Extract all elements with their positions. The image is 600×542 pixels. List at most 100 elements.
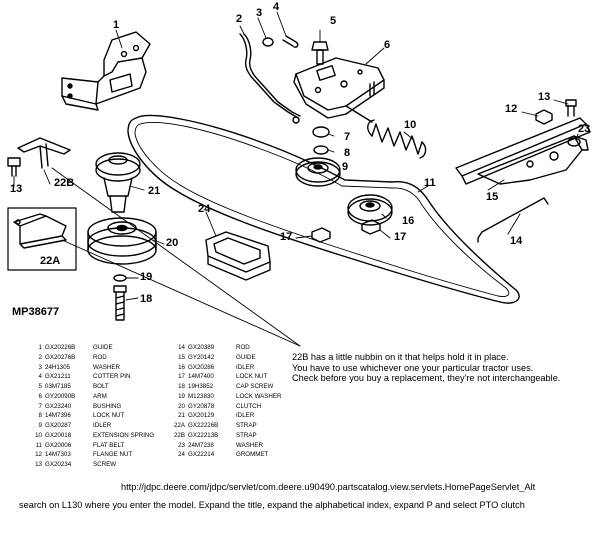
part-description: BOLT <box>93 383 109 390</box>
part-description: WASHER <box>93 363 120 371</box>
part-number: 5 <box>38 383 42 390</box>
callout-6: 6 <box>384 39 391 51</box>
part-number: 1 <box>38 344 42 351</box>
screw-right-drawing <box>565 99 577 117</box>
part-code: 14M7396 <box>45 412 71 420</box>
part-number: 12 <box>35 451 42 459</box>
callout-18: 18 <box>140 293 153 305</box>
part-code: GX20234 <box>45 461 72 468</box>
lock-nut-17a-drawing <box>311 227 331 243</box>
lock-nut-drawing <box>313 145 329 155</box>
part-description: SCREW <box>93 461 117 468</box>
part-number: 22A <box>173 422 185 429</box>
part-description: GUIDE <box>93 344 113 351</box>
part-number: 15 <box>178 353 185 361</box>
washer-23-drawing <box>567 137 581 147</box>
replacement-note: 22B has a little nubbin on it that helps… <box>292 352 560 384</box>
part-code: GX22226B <box>188 422 219 429</box>
part-description: EXTENSION SPRING <box>93 431 155 439</box>
part-code: GX22213B <box>188 431 219 439</box>
part-code: GX20018 <box>45 431 72 439</box>
part-number: 16 <box>178 363 185 371</box>
part-description: IDLER <box>236 363 255 371</box>
part-code: GX20129 <box>188 412 215 420</box>
part-number: 7 <box>38 402 42 410</box>
callout-4: 4 <box>273 1 280 13</box>
callout-9: 9 <box>342 161 349 173</box>
cotter-pin-drawing <box>282 35 299 48</box>
part-description: ROD <box>236 344 250 351</box>
flange-nut-drawing <box>535 109 553 125</box>
callout-16: 16 <box>402 215 415 227</box>
callout-12: 12 <box>505 103 518 115</box>
callout-2: 2 <box>236 13 243 25</box>
flat-belt-drawing <box>127 114 520 304</box>
callout-7: 7 <box>344 131 351 143</box>
part-code: GY20878 <box>188 402 215 410</box>
part-description: IDLER <box>93 422 112 429</box>
flat-belt-inner-edge <box>134 121 510 297</box>
callout-21: 21 <box>148 185 161 197</box>
callout-5: 5 <box>330 15 337 27</box>
part-code: GX21211 <box>45 373 71 381</box>
callout-20: 20 <box>166 237 179 249</box>
bushing-drawing <box>312 126 330 138</box>
extension-spring-drawing <box>345 105 427 159</box>
callout-15: 15 <box>486 191 499 203</box>
callout-13-left: 13 <box>10 183 23 195</box>
part-code: GX20006 <box>45 441 72 449</box>
callout-8: 8 <box>344 147 351 159</box>
arm-plate-drawing <box>293 57 385 119</box>
parts-catalog-url: http://jdpc.deere.com/jdpc/servlet/com.d… <box>121 482 536 492</box>
part-description: BUSHING <box>93 402 122 410</box>
part-number: 20 <box>178 402 185 410</box>
callout-17-right: 17 <box>394 231 407 243</box>
part-code: 24H1305 <box>45 363 71 371</box>
part-code: GX20287 <box>45 422 72 429</box>
part-description: CLUTCH <box>236 402 262 410</box>
part-code: 14M7303 <box>45 451 71 459</box>
rod-drawing <box>239 33 301 124</box>
part-number: 18 <box>178 383 185 390</box>
part-number: 24 <box>178 451 185 459</box>
part-code: 19H3852 <box>188 383 214 390</box>
part-number: 11 <box>35 441 42 449</box>
part-code: GY20142 <box>188 353 215 361</box>
callout-11: 11 <box>424 177 436 189</box>
idler-pulley-16-drawing <box>347 194 393 226</box>
part-number: 9 <box>38 422 42 429</box>
part-code: GY20090B <box>45 392 76 400</box>
note-line: Check before you buy a replacement, they… <box>292 373 561 383</box>
callout-22b: 22B <box>54 177 75 189</box>
callout-1: 1 <box>113 19 120 31</box>
part-number: 19 <box>178 392 185 400</box>
part-code: 03M7185 <box>45 383 71 390</box>
idler-pulley-9-drawing <box>295 157 341 187</box>
part-description: ROD <box>93 353 107 361</box>
strap-22a-inset-box <box>7 207 77 271</box>
part-code: GX20226B <box>45 344 76 351</box>
part-number: 3 <box>38 363 42 371</box>
part-code: M123830 <box>188 392 214 400</box>
part-description: LOCK NUT <box>236 373 268 381</box>
part-number: 17 <box>178 373 185 381</box>
callout-19: 19 <box>140 271 153 283</box>
